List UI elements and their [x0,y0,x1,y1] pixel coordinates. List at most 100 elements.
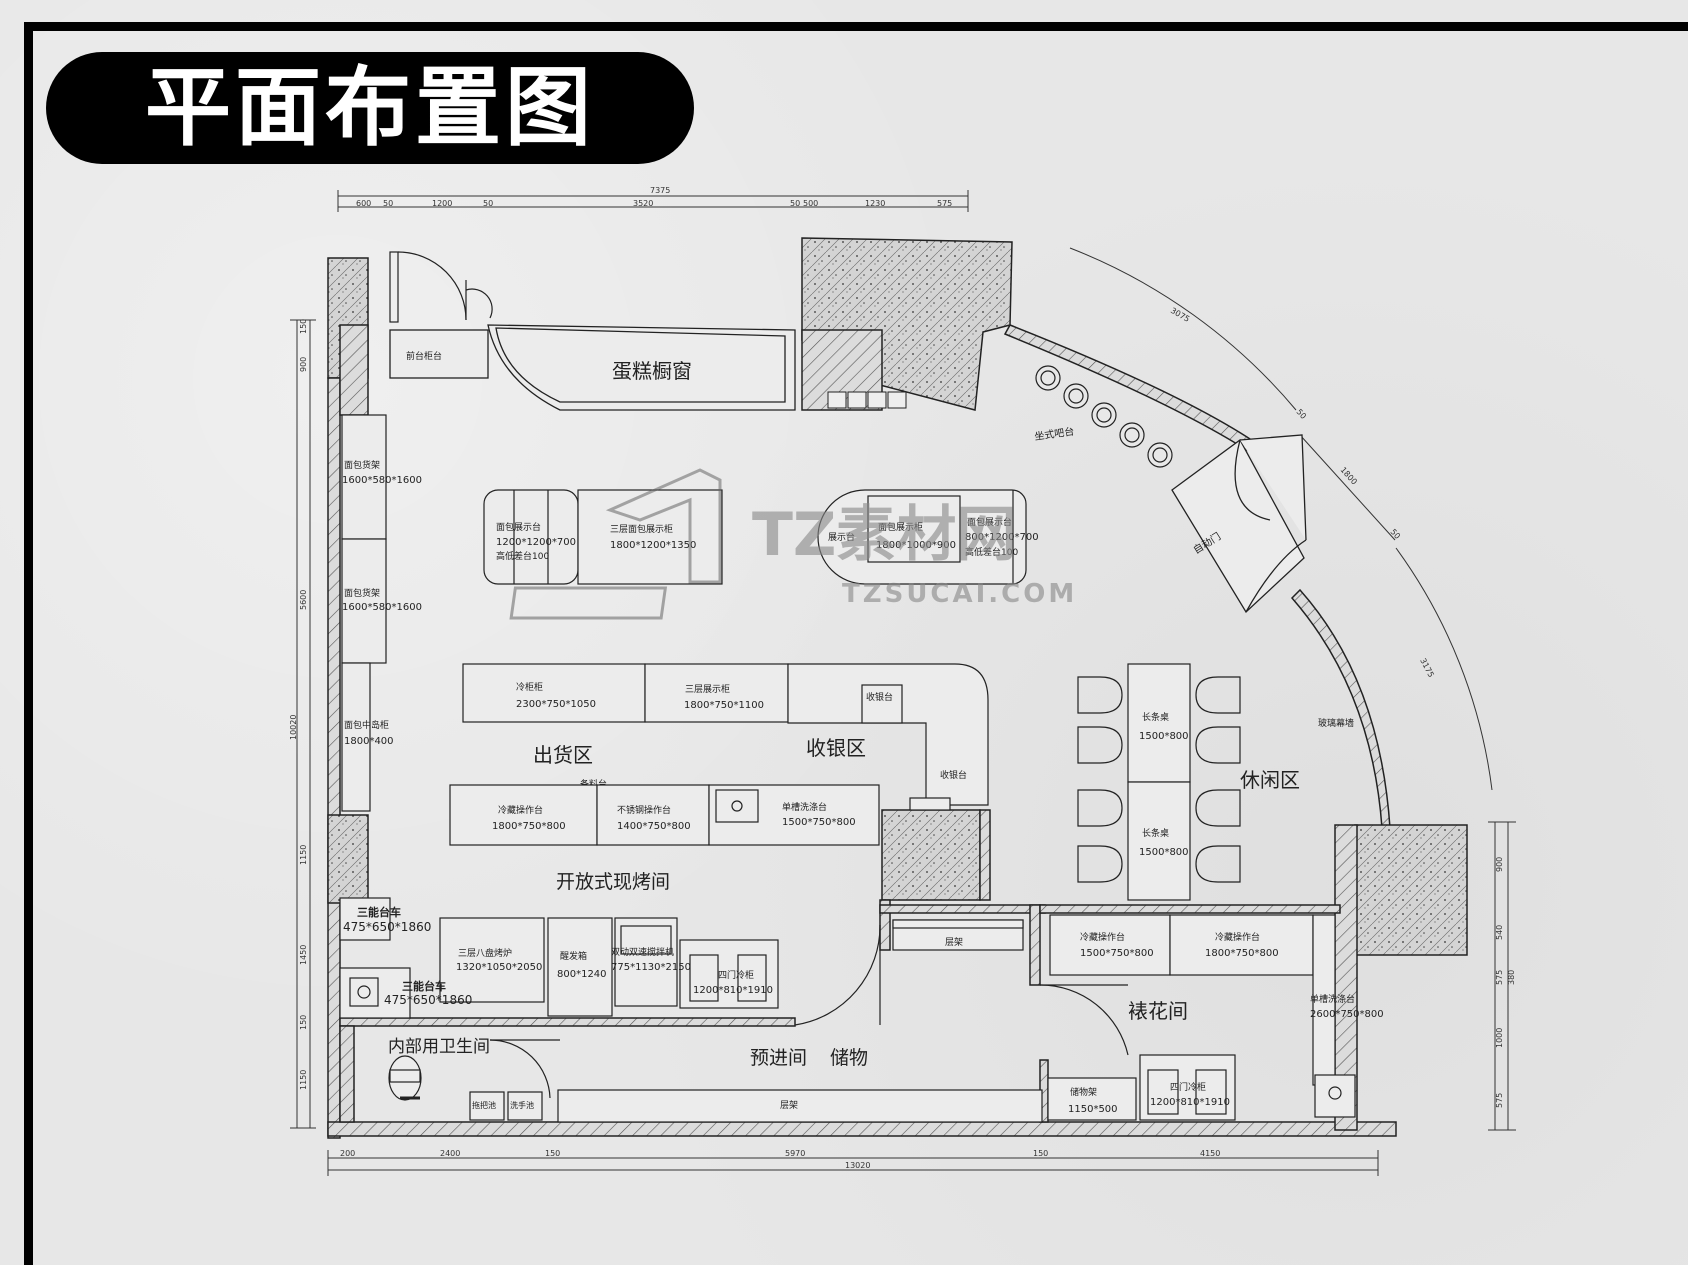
left-dim-labels: 150 900 5600 1150 1450 150 1150 10020 [289,319,308,1090]
mixer-size: 775*1130*2150 [611,962,691,973]
arc-dimension [1069,247,1493,791]
bottom-dim-total: 13020 [845,1161,870,1170]
fridge-2-size: 1200*810*1910 [1150,1097,1230,1108]
cake-window [389,324,796,411]
left-dim-total: 10020 [289,715,298,740]
right-dim-1: 540 [1495,925,1504,940]
island-1-note: 高低差台100 [496,550,549,562]
mid-shelf [892,919,1024,951]
island-5-label: 面包展示台 [967,516,1012,528]
work-2-label: 不锈钢操作台 [617,804,671,816]
bottom-dim-0: 200 [340,1149,355,1158]
proofer-label: 醒发箱 [560,950,587,962]
shelf-2-label: 面包货架 [344,587,380,599]
entrance-door[interactable] [389,251,493,323]
cake-window-small-boxes [827,391,907,409]
table-1-size: 1500*800 [1139,731,1189,742]
watermark-url: TZSUCAI.COM [842,579,1077,609]
table-2-size: 1500*800 [1139,847,1189,858]
bottom-dim-labels: 200 2400 150 5970 150 4150 13020 [340,1149,1220,1170]
left-shelves [341,414,387,812]
island-4-size: 1800*1000*900 [876,540,956,551]
diag-dim-1: 1800 [1339,465,1359,486]
top-dim-3: 50 [483,199,493,208]
bar-stools [1035,365,1173,468]
island-5-note: 高低差台100 [965,546,1018,558]
zone-prep: 预进间 [750,1047,807,1069]
left-dim-1: 900 [299,357,308,372]
top-dim-1: 50 [383,199,393,208]
top-dim-2: 1200 [432,199,452,208]
cart-2-title: 三能台车 [402,979,446,993]
auto-door[interactable] [1171,434,1307,614]
frame-left-bar [24,22,33,1265]
shelf-2-size: 1600*580*1600 [342,602,422,613]
mixer-label: 双动双速搅拌机 [611,946,674,958]
left-dimension-line [290,319,316,1129]
basin-label: 洗手池 [510,1100,534,1110]
work-1-label: 冷藏操作台 [498,804,543,816]
top-dimension-line [337,190,969,212]
left-dim-2: 5600 [299,590,308,610]
work-3-label: 单槽洗涤台 [782,801,827,813]
decorating-fixtures [1047,914,1356,1121]
work-3-size: 1500*750*800 [782,817,856,828]
mid-shelf-label: 层架 [945,937,963,948]
zone-shipping: 出货区 [533,743,593,767]
arc-dim-2: 3175 [1418,657,1436,679]
bakery-equipment [339,897,779,1019]
right-dim-0: 900 [1495,857,1504,872]
bottom-dim-4: 150 [1033,1149,1048,1158]
shelf-1-size: 1600*580*1600 [342,475,422,486]
proofer-size: 800*1240 [557,969,607,980]
storage-shelf-size: 1150*500 [1068,1104,1118,1115]
top-dim-labels: 600 50 1200 50 3520 50 500 1230 575 [356,199,952,208]
top-dim-0: 600 [356,199,371,208]
island-3-label: 展示台 [828,531,855,543]
left-dim-0: 150 [299,319,308,334]
left-dim-6: 1150 [299,1070,308,1090]
island-2-label: 三层面包展示柜 [610,523,673,535]
walls [327,237,1468,1139]
zone-storage: 储物 [830,1047,868,1069]
left-dim-3: 1150 [299,845,308,865]
counter-row [462,663,989,806]
top-dim-6: 500 [803,199,818,208]
top-dim-total: 7375 [650,186,670,195]
work-2-size: 1400*750*800 [617,821,691,832]
bottom-dim-1: 2400 [440,1149,460,1158]
left-dim-4: 1450 [299,945,308,965]
glass-wall-label: 玻璃幕墙 [1318,717,1354,729]
deco-2-label: 冷藏操作台 [1215,931,1260,943]
toilet-door[interactable] [489,1039,560,1099]
zone-decorating: 裱花间 [1128,999,1188,1023]
deco-1-label: 冷藏操作台 [1080,931,1125,943]
right-dim-4: 575 [1495,1093,1504,1108]
cart-1-size: 475*650*1860 [343,920,431,934]
long-shelf-label: 层架 [780,1100,798,1111]
diag-dim-2: 50 [1295,407,1309,421]
zone-lounge: 休闲区 [1240,768,1300,792]
pos-label: 收银台 [866,691,893,703]
frame-top-bar [24,22,1688,31]
lounge-furniture [1077,663,1241,901]
decorating-door[interactable] [1039,984,1129,1056]
counter-1-size: 2300*750*1050 [516,699,596,710]
counter-2-size: 1800*750*1100 [684,700,764,711]
cake-window-label: 蛋糕橱窗 [612,359,692,383]
work-1-size: 1800*750*800 [492,821,566,832]
title-banner [46,52,694,164]
bar-counter-label: 坐式吧台 [1034,425,1075,443]
fridge-1-size: 1200*810*1910 [693,985,773,996]
deco-2-size: 1800*750*800 [1205,948,1279,959]
zone-cashier: 收银区 [806,736,866,760]
watermark-logo [509,468,722,620]
island-4-label: 面包展示柜 [878,521,923,533]
front-cabinet-label: 前台柜台 [406,350,442,362]
right-dim-5: 380 [1507,970,1516,985]
bakery-door[interactable] [794,924,881,1026]
counter-1-label: 冷柜柜 [516,681,543,693]
top-dim-4: 3520 [633,199,653,208]
